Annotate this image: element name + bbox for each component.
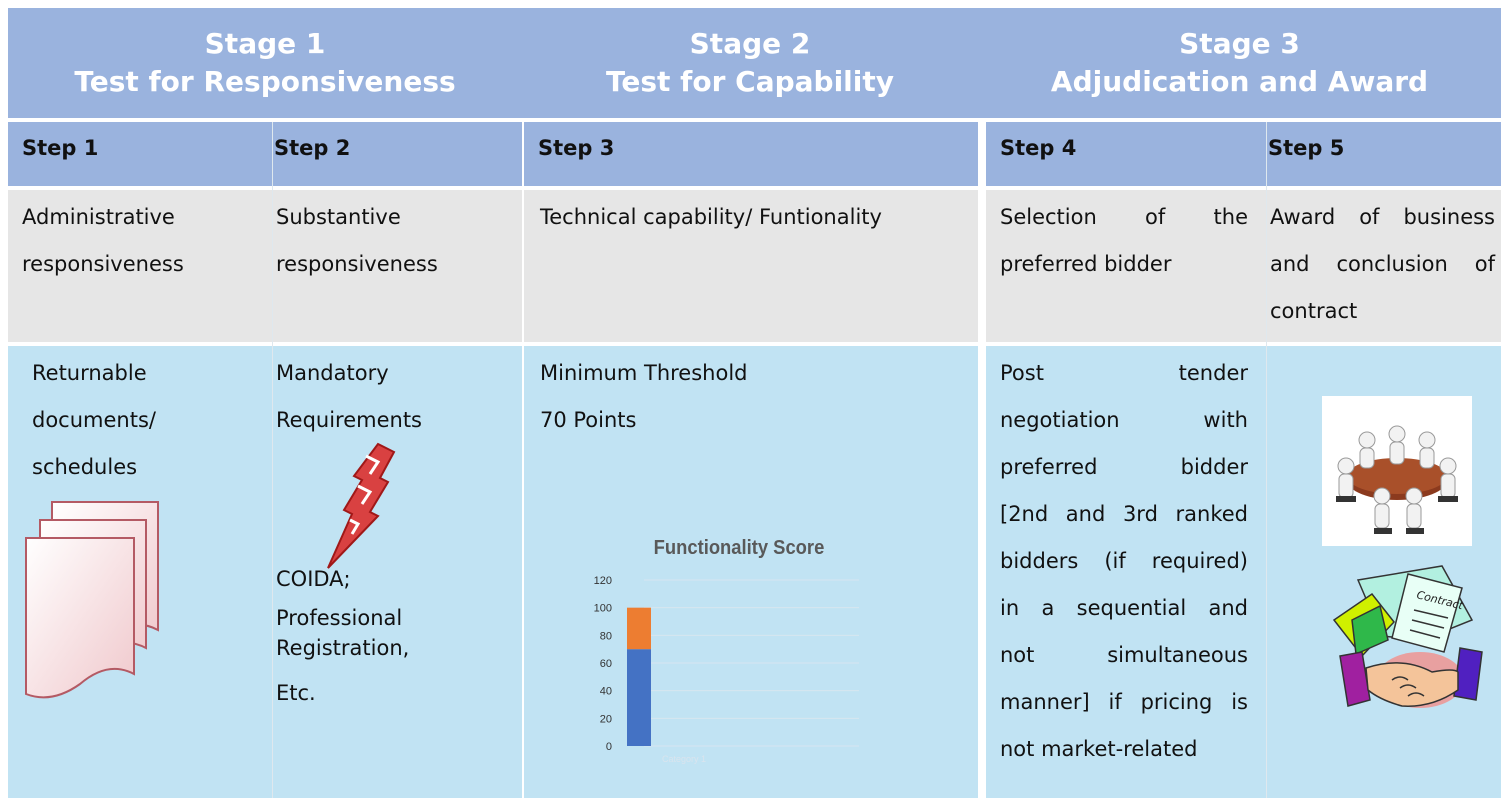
step-1-requirements: Returnable documents/ schedules — [8, 346, 272, 798]
stage-3-subtitle: Adjudication and Award — [1050, 65, 1429, 98]
step-3-description: Technical capability/ Funtionality — [524, 190, 978, 342]
step-4-requirements: Post tender negotiation with preferred b… — [986, 346, 1266, 798]
step-2-description: Substantive responsiveness — [272, 190, 522, 342]
step-2-header: Step 2 — [272, 122, 522, 186]
stage-2-header: Stage 2 Test for Capability — [522, 8, 978, 118]
step-4-header: Step 4 — [986, 122, 1266, 186]
documents-stack-icon — [25, 501, 159, 699]
y-tick-label: 60 — [600, 658, 612, 670]
stage-1-header: Stage 1 Test for Responsiveness — [8, 8, 522, 118]
step-3-header: Step 3 — [524, 122, 978, 186]
y-tick-label: 40 — [600, 686, 612, 698]
y-tick-label: 0 — [606, 741, 612, 753]
y-tick-label: 100 — [594, 603, 612, 615]
step-3-requirements: Minimum Threshold 70 Points Functionalit… — [524, 346, 978, 798]
contract-handshake-icon: Contract — [1332, 565, 1483, 708]
step-5-requirements: Contract — [1266, 346, 1501, 798]
step-1-description: Administrative responsiveness — [8, 190, 272, 342]
stage-1-title: Stage 1 — [204, 27, 326, 60]
step-2-requirements: Mandatory Requirements COIDA; Profession… — [272, 346, 522, 798]
step-1-header: Step 1 — [8, 122, 272, 186]
x-tick-label: Category 1 — [662, 754, 706, 764]
y-tick-label: 80 — [600, 630, 612, 642]
meeting-table-icon — [1322, 396, 1472, 546]
stage-3-title: Stage 3 — [1179, 27, 1300, 60]
step-5-header: Step 5 — [1266, 122, 1501, 186]
bar-segment-1 — [627, 649, 651, 746]
lightning-bolt-icon — [327, 442, 396, 569]
y-tick-label: 20 — [600, 713, 612, 725]
y-tick-label: 120 — [594, 575, 612, 587]
step-4-description: Selection of the preferred bidder — [986, 190, 1266, 342]
stage-2-subtitle: Test for Capability — [606, 65, 894, 98]
stage-3-header: Stage 3 Adjudication and Award — [978, 8, 1501, 118]
stage-2-title: Stage 2 — [689, 27, 811, 60]
stage-1-subtitle: Test for Responsiveness — [74, 65, 456, 98]
step-5-description: Award of business and conclusion of cont… — [1266, 190, 1501, 342]
chart-title: Functionality Score — [654, 537, 825, 559]
bar-segment-2 — [627, 607, 651, 650]
functionality-score-chart: Functionality Score 0 20 40 60 80 100 120 Cate… — [594, 537, 859, 764]
